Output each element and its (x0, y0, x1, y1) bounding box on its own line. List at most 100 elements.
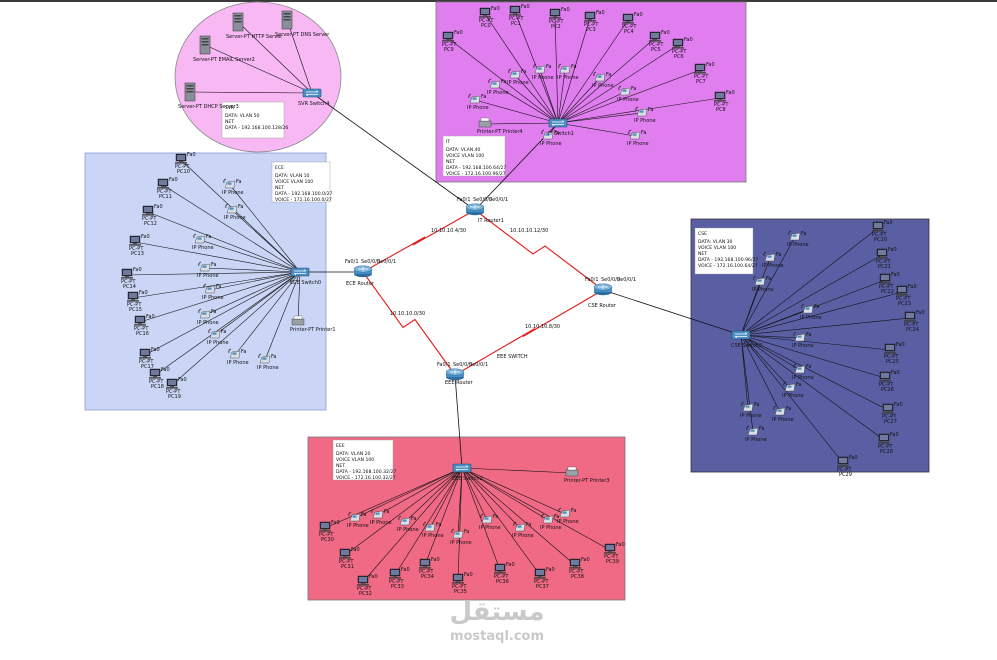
port-label: Fa (221, 329, 226, 335)
lan-uplink (311, 92, 476, 211)
port-label: Fa (238, 204, 243, 210)
port-label: Fa0 (521, 4, 530, 10)
access-link (484, 13, 559, 124)
pc-type-label: PC-PT (157, 189, 172, 195)
router-ece[interactable] (353, 265, 373, 278)
server-icon[interactable] (199, 35, 211, 55)
server-icon[interactable] (184, 82, 196, 102)
server-icon[interactable] (281, 10, 293, 30)
server-label: Server-PT DHCP Server3 (178, 104, 239, 110)
lan-uplink (454, 374, 463, 469)
cse-switch[interactable] (731, 330, 751, 340)
port-label: Se0/0/0 (361, 259, 380, 265)
access-link (514, 74, 559, 124)
router-it[interactable] (465, 203, 485, 216)
eee-info-line: VOICE VLAN 100 (336, 457, 374, 463)
access-link (209, 271, 301, 291)
phone-label: IP Phone (467, 105, 489, 111)
ece-switch[interactable] (290, 267, 310, 277)
access-link (229, 184, 301, 273)
pc-type-label: PC-PT (142, 216, 157, 222)
ece-info-line: DATA - 192.168.100.0/27 (275, 191, 332, 197)
svr-info-line: DATA: VLAN 50 (225, 113, 260, 119)
port-label: Fa0/1 (345, 259, 359, 265)
it-switch[interactable] (548, 118, 568, 128)
phone-label: IP Phone (592, 83, 614, 89)
port-label: Fa (521, 69, 526, 75)
port-label: Fa (211, 262, 216, 268)
port-label: Fa0 (401, 567, 410, 573)
eee-switch[interactable] (452, 463, 472, 473)
access-link (457, 467, 463, 581)
eee-title: EEE (336, 443, 345, 449)
phone-label: IP Phone (792, 375, 814, 381)
eee-info-line: DATA: VLAN 20 (336, 451, 371, 457)
port-label: Fa (631, 86, 636, 92)
phone-label: IP Phone (540, 525, 562, 531)
port-label: Fa (384, 509, 389, 515)
pc-type-label: PC-PT (879, 284, 894, 290)
pc-name-label: PC18 (151, 384, 164, 390)
svr-switch[interactable] (302, 88, 322, 98)
port-label: Fa0 (187, 152, 196, 158)
eee-info-line: NET (336, 463, 345, 469)
router-cse[interactable] (593, 283, 613, 296)
pc-type-label: PC-PT (442, 42, 457, 48)
port-label: Fa0/1 (437, 362, 451, 368)
watermark-latin: mostaql.com (450, 629, 544, 644)
port-label: Fa0 (141, 234, 150, 240)
pc-type-label: PC-PT (149, 379, 164, 385)
svr-title: SVR (225, 105, 235, 111)
phone-label: IP Phone (762, 263, 784, 269)
access-link (189, 91, 313, 94)
access-link (740, 334, 844, 464)
pc-name-label: PC1 (511, 21, 521, 27)
wan-link (362, 271, 456, 376)
pc-type-label: PC-PT (134, 326, 149, 332)
pc-type-label: PC-PT (121, 279, 136, 285)
router-eee[interactable] (445, 368, 465, 381)
access-link (484, 122, 559, 125)
phone-label: IP Phone (397, 527, 419, 533)
port-label: Fa (806, 364, 811, 370)
cse-switch-label: CSE Switch3 (731, 343, 762, 349)
ece-info-line: VOICE - 172.16.100.0/27 (275, 197, 332, 203)
server-icon[interactable] (232, 12, 244, 32)
eee-info-line: DATA - 192.168.100.32/27 (336, 469, 396, 475)
pc-type-label: PC-PT (604, 554, 619, 560)
access-link (740, 254, 883, 336)
port-label: Fa0 (151, 347, 160, 353)
pc-type-label: PC-PT (622, 24, 637, 30)
it-info-line: NET (446, 159, 455, 165)
port-label: Fa (754, 402, 759, 408)
access-link (461, 467, 521, 529)
phone-label: IP Phone (557, 519, 579, 525)
port-label: Fa0 (133, 267, 142, 273)
pc-type-label: PC-PT (649, 42, 664, 48)
svr-info-line: DATA - 192.168.100.128/26 (225, 125, 288, 131)
phone-label: IP Phone (347, 523, 369, 529)
pc-name-label: PC27 (884, 419, 897, 425)
access-link (557, 91, 626, 124)
it-info-line: VOICE VLAN 100 (446, 153, 484, 159)
printer-label: Printer-PT Printer3 (564, 478, 610, 484)
port-label: Fa0 (161, 367, 170, 373)
phone-label: IP Phone (617, 97, 639, 103)
pc-name-label: PC8 (716, 107, 726, 113)
access-link (404, 467, 463, 523)
access-link (557, 19, 629, 124)
port-label: Fa0 (888, 247, 897, 253)
pc-type-label: PC-PT (884, 354, 899, 360)
access-link (457, 467, 463, 536)
access-link (514, 11, 559, 124)
phone-label: IP Phone (557, 75, 579, 81)
port-label: Fa0 (369, 574, 378, 580)
port-label: Fa0 (684, 37, 693, 43)
access-link (740, 317, 911, 336)
port-label: Fa0 (726, 90, 735, 96)
access-link (154, 271, 301, 376)
pc-type-label: PC-PT (127, 302, 142, 308)
access-link (377, 467, 463, 516)
phone-label: IP Phone (745, 437, 767, 443)
